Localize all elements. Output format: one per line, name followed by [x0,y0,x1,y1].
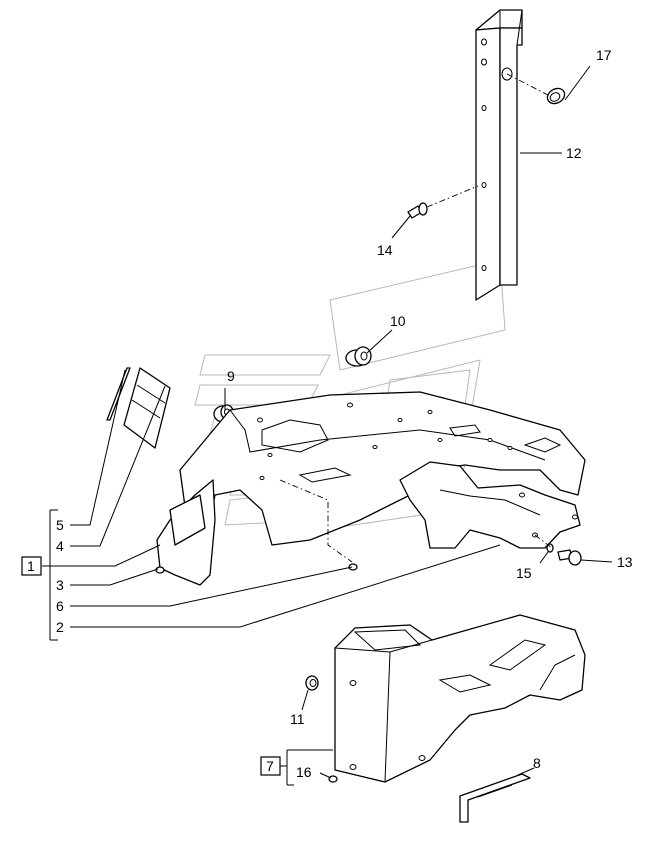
cab-side-wall-part-1 [156,479,353,586]
callout-3: 3 [56,577,64,593]
screw-part-16 [328,775,338,783]
callout-labels: 1 2 3 4 5 6 7 8 9 10 11 12 13 14 15 16 1… [27,47,633,780]
push-rivet-part-14 [407,185,479,219]
callout-6: 6 [56,598,64,614]
callout-8: 8 [533,755,541,771]
upright-post-part-12 [475,9,523,301]
plug-part-11 [305,675,319,691]
washer-part-15 [546,543,554,553]
mat-pad-part-4 [123,367,171,449]
strip-part-5 [106,367,131,421]
callout-9: 9 [227,368,235,384]
cap-plug-part-17 [506,73,566,105]
console-part-7 [334,614,586,783]
callout-13: 13 [617,554,633,570]
bolt-part-13 [534,534,582,566]
leader-lines [42,65,613,786]
callout-14: 14 [377,242,393,258]
assembly-box-1 [21,556,42,576]
callout-7: 7 [266,758,274,774]
callout-10: 10 [390,313,406,329]
callout-4: 4 [56,538,64,554]
callout-2: 2 [56,619,64,635]
callout-16: 16 [296,764,312,780]
callout-12: 12 [566,145,582,161]
side-panel-part-6 [399,461,581,549]
callout-11: 11 [290,711,305,727]
assembly-box-7 [260,756,281,776]
bracket-part-8 [459,773,531,823]
screw-floor [348,563,358,571]
callout-1: 1 [27,558,35,574]
screw-part-3 [155,566,165,574]
rubber-grommet-part-10 [345,346,372,367]
callout-15: 15 [516,565,532,581]
callout-17: 17 [596,47,612,63]
callout-5: 5 [56,517,64,533]
